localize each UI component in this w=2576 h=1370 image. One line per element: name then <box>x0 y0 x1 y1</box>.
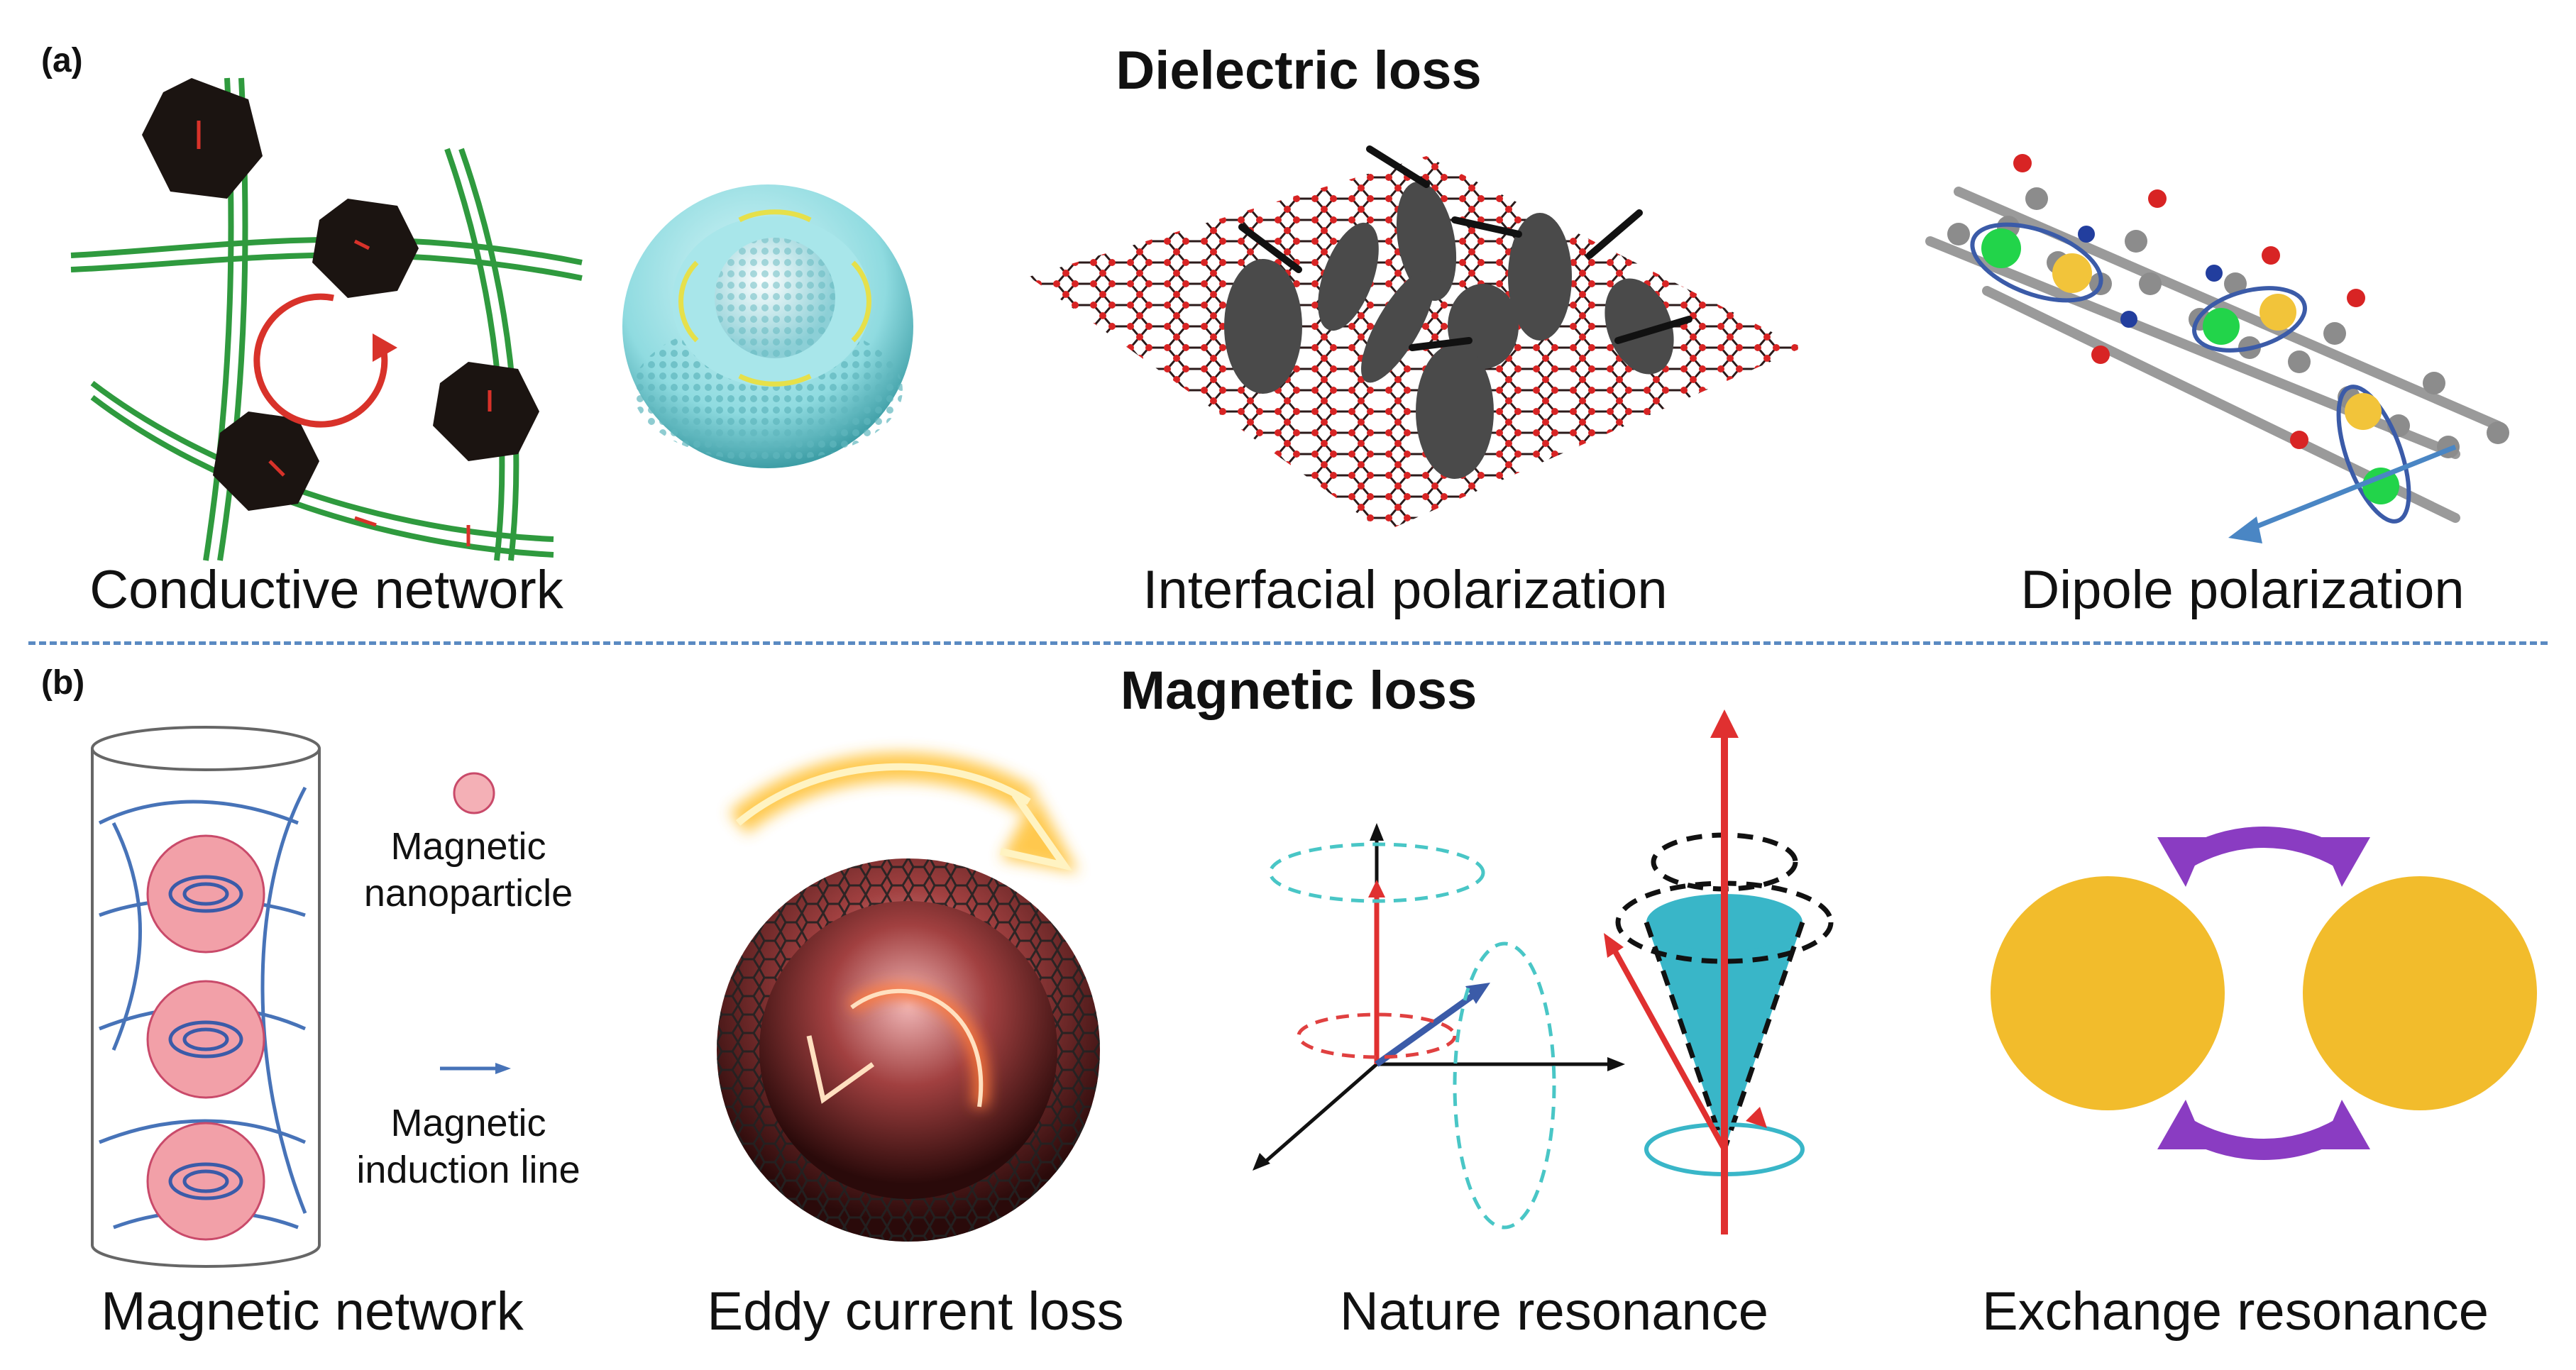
caption-eddy-current-loss: Eddy current loss <box>707 1281 1124 1342</box>
pink-nanoparticles <box>146 834 265 1241</box>
dielectric-discs <box>1224 182 1674 479</box>
conductive-network-figure <box>70 77 583 561</box>
caption-exchange-resonance: Exchange resonance <box>1981 1281 2489 1342</box>
magnetic-loss-title: Magnetic loss <box>1120 661 1477 721</box>
caption-nature-resonance: Nature resonance <box>1339 1281 1769 1342</box>
interfacial-polarization-figure <box>1029 145 1802 532</box>
conductive-hexagons <box>142 78 539 511</box>
section-divider <box>28 641 2548 645</box>
dielectric-loss-title: Dielectric loss <box>1116 40 1482 101</box>
panel-a-tag: (a) <box>41 42 83 79</box>
legend-particle-icon <box>453 772 495 814</box>
legend-line-label: Magnetic induction line <box>334 1100 603 1193</box>
core-shell-sphere-figure <box>622 184 913 468</box>
magnetic-network-figure <box>91 726 321 1268</box>
panel-b-tag: (b) <box>41 664 85 702</box>
eddy-current-figure <box>717 752 1100 1242</box>
exchange-resonance-figure <box>1991 827 2537 1160</box>
dipole-polarization-figure <box>1925 154 2509 543</box>
exchange-sphere-left <box>1991 876 2225 1110</box>
exchange-sphere-right <box>2303 876 2537 1110</box>
legend-particle-line2: nanoparticle <box>363 872 573 915</box>
caption-magnetic-network: Magnetic network <box>101 1281 524 1342</box>
caption-interfacial-polarization: Interfacial polarization <box>1143 560 1668 620</box>
legend-line-line1: Magnetic <box>390 1102 546 1144</box>
legend-particle-label: Magnetic nanoparticle <box>334 823 603 917</box>
caption-dipole-polarization: Dipole polarization <box>2020 560 2465 620</box>
caption-conductive-network: Conductive network <box>89 560 563 620</box>
nature-resonance-figure <box>1253 709 1834 1234</box>
legend-line-line2: induction line <box>356 1149 580 1191</box>
legend-line-icon <box>440 1063 511 1074</box>
legend-particle-line1: Magnetic <box>390 825 546 868</box>
